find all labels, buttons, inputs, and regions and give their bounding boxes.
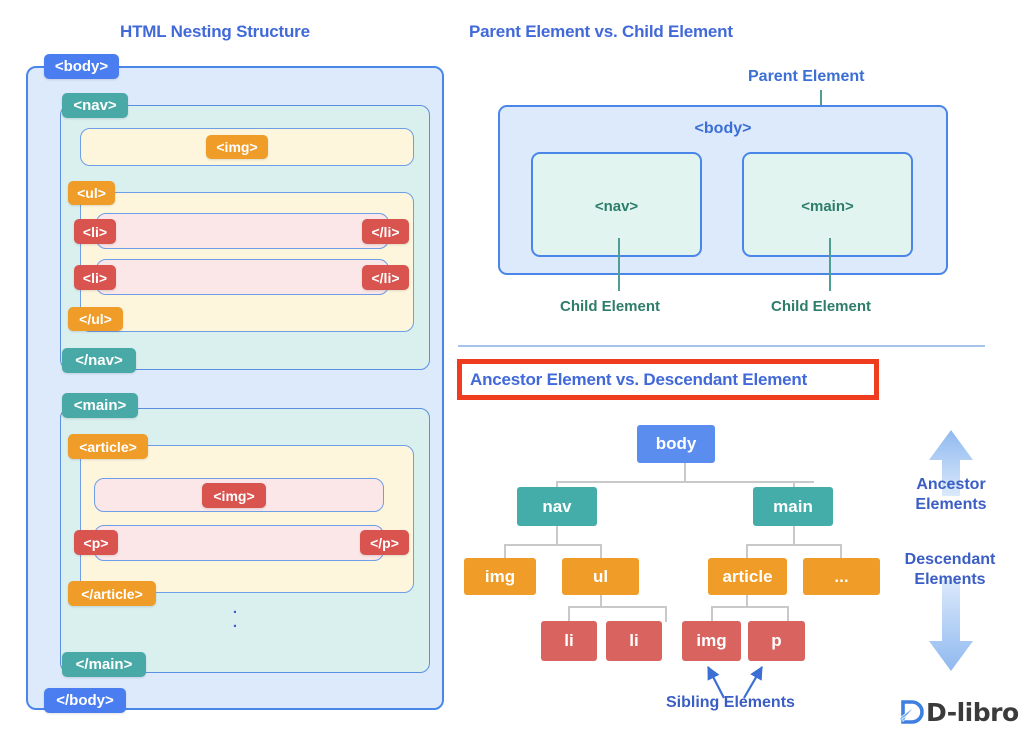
nesting-box-article xyxy=(80,445,414,593)
tree-node-more: ... xyxy=(803,558,880,595)
parent-child-nav-tag: <nav> xyxy=(594,198,639,215)
chip-p-close: </p> xyxy=(360,530,409,555)
tree-edge-body-bus xyxy=(556,481,814,483)
tree-edge-to-li-1 xyxy=(568,606,570,622)
chip-nav-close: </nav> xyxy=(62,348,136,373)
nesting-structure-title: HTML Nesting Structure xyxy=(120,22,310,41)
ancestor-title-highlight: Ancestor Element vs. Descendant Element xyxy=(457,359,879,400)
tree-node-main: main xyxy=(753,487,833,526)
ellipsis-dot-1: . xyxy=(232,600,238,617)
chip-li-2-close: </li> xyxy=(362,265,409,290)
tree-edge-article-bus xyxy=(711,606,788,608)
ellipsis-dot-2: . xyxy=(232,614,238,631)
tree-edge-nav-stem xyxy=(556,525,558,545)
nesting-box-p xyxy=(94,525,384,561)
parent-child-nav-box: <nav> xyxy=(531,152,702,257)
chip-nav-open: <nav> xyxy=(62,93,128,118)
chip-p-open: <p> xyxy=(74,530,118,555)
chip-body-close: </body> xyxy=(44,688,126,713)
parent-element-label: Parent Element xyxy=(748,68,865,85)
tree-node-ul: ul xyxy=(562,558,639,595)
chip-main-open: <main> xyxy=(62,393,138,418)
d-libro-mark-icon xyxy=(900,700,924,724)
chip-img-article: <img> xyxy=(202,483,266,508)
child-element-label-right: Child Element xyxy=(771,298,872,315)
ancestor-label-line-2: Elements xyxy=(915,496,987,513)
parent-child-main-box: <main> xyxy=(742,152,913,257)
tree-edge-to-article xyxy=(746,544,748,560)
parent-child-title: Parent Element vs. Child Element xyxy=(469,22,733,41)
ancestor-descendant-arrow xyxy=(929,430,973,671)
chip-li-1-open: <li> xyxy=(74,219,116,244)
descendant-label-line-2: Elements xyxy=(914,571,986,588)
tree-edge-to-more xyxy=(840,544,842,560)
tree-edge-ul-stem xyxy=(600,588,602,607)
ancestor-descendant-title: Ancestor Element vs. Descendant Element xyxy=(470,369,808,389)
tree-node-li-2: li xyxy=(606,621,662,661)
tree-node-p: p xyxy=(748,621,805,661)
tree-node-body: body xyxy=(637,425,715,463)
nesting-box-li-1 xyxy=(96,213,389,249)
tree-node-nav: nav xyxy=(517,487,597,526)
tree-node-article: article xyxy=(708,558,787,595)
ancestor-elements-label: Ancestor Elements xyxy=(898,475,1004,515)
chip-ul-open: <ul> xyxy=(68,181,115,205)
brand-logo: D-libro xyxy=(898,698,1019,727)
tree-edge-to-li-2 xyxy=(665,606,667,622)
sibling-elements-label: Sibling Elements xyxy=(666,694,795,711)
parent-child-body-tag: <body> xyxy=(694,120,752,137)
tree-edge-to-img-nav xyxy=(504,544,506,560)
tree-node-img-article: img xyxy=(682,621,741,661)
tree-edge-main-bus xyxy=(746,544,841,546)
chip-li-2-open: <li> xyxy=(74,265,116,290)
brand-logo-text: D-libro xyxy=(926,698,1019,727)
tree-edge-to-img-article xyxy=(711,606,713,622)
ancestor-label-line-1: Ancestor xyxy=(916,476,986,493)
chip-body-open: <body> xyxy=(44,54,119,79)
child-right-leader-line xyxy=(829,238,831,291)
descendant-label-line-1: Descendant xyxy=(904,551,996,568)
tree-edge-ul-bus xyxy=(568,606,666,608)
tree-node-img-nav: img xyxy=(464,558,536,595)
tree-edge-nav-bus xyxy=(504,544,601,546)
tree-edge-body-stem xyxy=(684,462,686,482)
chip-ul-close: </ul> xyxy=(68,307,123,331)
nesting-box-li-2 xyxy=(96,259,389,295)
chip-img-nav: <img> xyxy=(206,135,268,159)
chip-main-close: </main> xyxy=(62,652,146,677)
section-divider xyxy=(458,345,985,347)
parent-child-main-tag: <main> xyxy=(801,198,854,215)
vertical-ellipsis: . . xyxy=(229,600,241,631)
parent-leader-line xyxy=(820,90,822,115)
tree-edge-to-p xyxy=(787,606,789,622)
tree-node-li-1: li xyxy=(541,621,597,661)
tree-edge-main-stem xyxy=(793,525,795,545)
tree-edge-to-ul xyxy=(600,544,602,560)
tree-edge-article-stem xyxy=(746,588,748,607)
child-left-leader-line xyxy=(618,238,620,291)
child-element-label-left: Child Element xyxy=(560,298,661,315)
chip-article-open: <article> xyxy=(68,434,148,459)
chip-li-1-close: </li> xyxy=(362,219,409,244)
chip-article-close: </article> xyxy=(68,581,156,606)
sibling-arrows xyxy=(707,666,763,699)
descendant-elements-label: Descendant Elements xyxy=(886,550,1014,590)
